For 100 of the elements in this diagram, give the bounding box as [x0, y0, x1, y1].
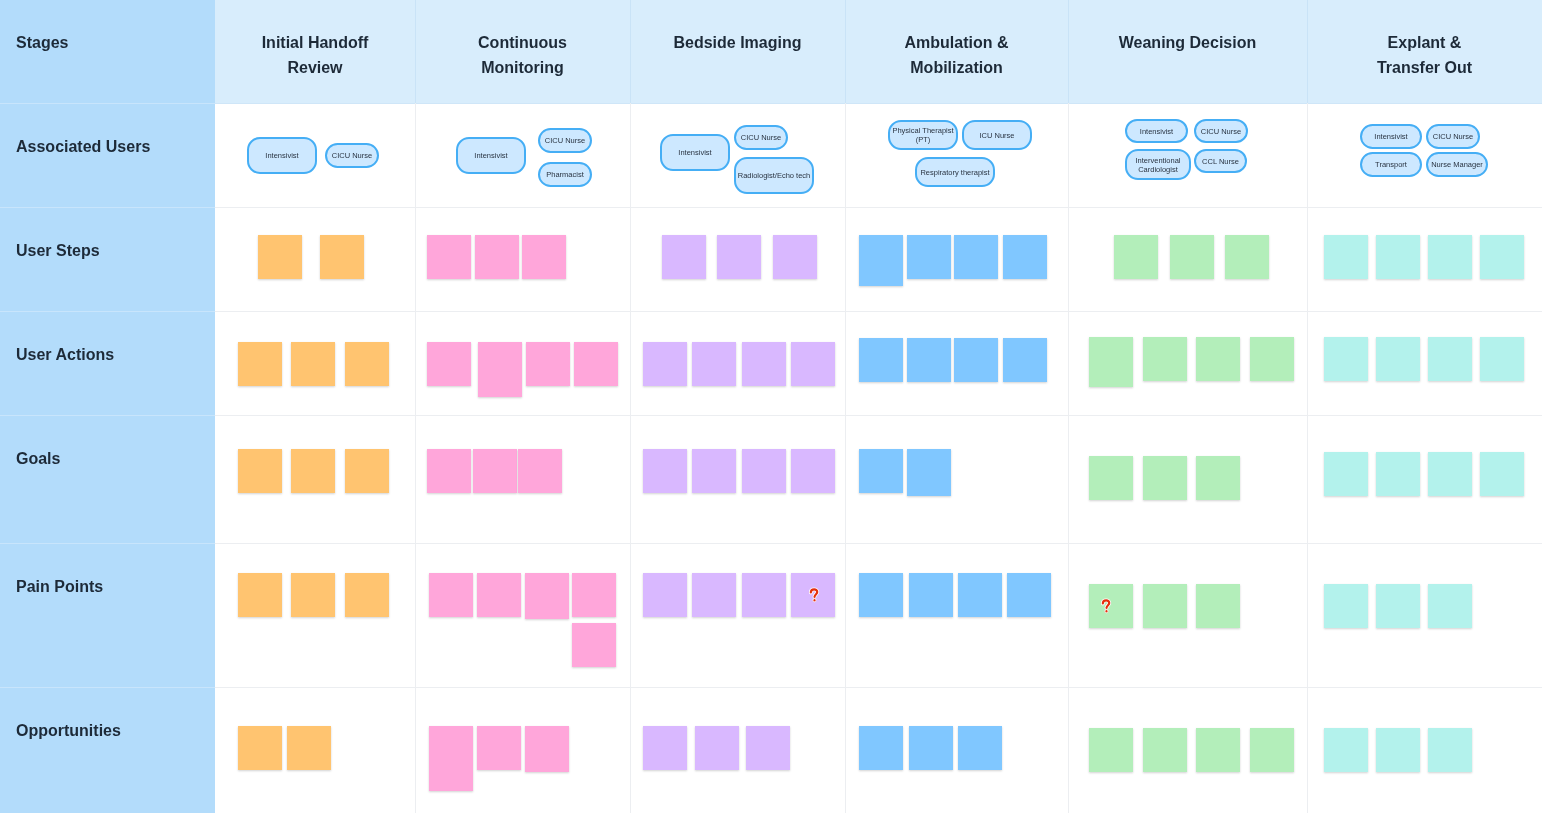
- sticky-note: [791, 573, 835, 617]
- sticky-note: [427, 449, 471, 493]
- sticky-note: [1376, 452, 1420, 496]
- sticky-note: [345, 342, 389, 386]
- sticky-note: [742, 573, 786, 617]
- sticky-note: [258, 235, 302, 279]
- sticky-note: [859, 726, 903, 770]
- sticky-note: [1143, 456, 1187, 500]
- sticky-note: [1480, 337, 1524, 381]
- sticky-note: [742, 449, 786, 493]
- sticky-note: [1376, 235, 1420, 279]
- sticky-note: [291, 342, 335, 386]
- sticky-note: [859, 235, 903, 286]
- stage-header: Weaning Decision: [1118, 33, 1257, 53]
- sticky-note: [1196, 584, 1240, 628]
- sticky-note: [525, 726, 569, 772]
- sticky-note: [746, 726, 790, 770]
- sticky-note: [526, 342, 570, 386]
- row-header: Opportunities: [16, 721, 121, 741]
- sticky-note: [1003, 338, 1047, 382]
- sticky-note: [859, 338, 903, 382]
- sticky-note: [345, 573, 389, 617]
- sticky-note: [525, 573, 569, 619]
- sticky-note: [742, 342, 786, 386]
- sticky-note: [695, 726, 739, 770]
- sticky-note: [773, 235, 817, 279]
- sticky-note: [907, 449, 951, 496]
- sticky-note: [1007, 573, 1051, 617]
- sticky-note: [1324, 452, 1368, 496]
- sticky-note: [291, 449, 335, 493]
- sticky-note: [859, 449, 903, 493]
- sticky-note: [1143, 337, 1187, 381]
- sticky-note: [909, 726, 953, 770]
- sticky-note: [1324, 235, 1368, 279]
- sticky-note: [1324, 584, 1368, 628]
- sticky-note: [287, 726, 331, 770]
- sticky-note: [643, 342, 687, 386]
- stage-header: Explant & Transfer Out: [1375, 33, 1474, 78]
- sticky-note: [958, 573, 1002, 617]
- sticky-note: [1480, 235, 1524, 279]
- sticky-note: [478, 342, 522, 397]
- sticky-note: [717, 235, 761, 279]
- sticky-note: [643, 449, 687, 493]
- sticky-note: [475, 235, 519, 279]
- sticky-note: [574, 342, 618, 386]
- sticky-note: [1089, 337, 1133, 387]
- sticky-note: [907, 338, 951, 382]
- sticky-note: [1428, 337, 1472, 381]
- sticky-note: [1324, 728, 1368, 772]
- sticky-note: [692, 449, 736, 493]
- sticky-note: [1428, 452, 1472, 496]
- sticky-note: [477, 573, 521, 617]
- stage-header: Initial Handoff Review: [260, 33, 370, 78]
- sticky-note: [791, 342, 835, 386]
- sticky-note: [1376, 584, 1420, 628]
- sticky-note: [429, 726, 473, 791]
- sticky-note: [692, 342, 736, 386]
- sticky-note: [1428, 584, 1472, 628]
- stage-header: Continuous Monitoring: [477, 33, 568, 78]
- row-header: Associated Users: [16, 137, 151, 157]
- sticky-note: [1089, 584, 1133, 628]
- sticky-note: [909, 573, 953, 617]
- sticky-note: [643, 573, 687, 617]
- sticky-note: [427, 235, 471, 279]
- column-header: Stages: [16, 33, 69, 53]
- sticky-note: [1250, 728, 1294, 772]
- stage-header: Bedside Imaging: [673, 33, 802, 53]
- sticky-note: [572, 623, 616, 667]
- sticky-note: [643, 726, 687, 770]
- sticky-note: [1250, 337, 1294, 381]
- row-header: User Steps: [16, 241, 100, 261]
- sticky-note: [477, 726, 521, 770]
- sticky-note: [954, 338, 998, 382]
- sticky-note: [1428, 728, 1472, 772]
- sticky-note: [1143, 728, 1187, 772]
- sticky-note: [1480, 452, 1524, 496]
- sticky-note: [1003, 235, 1047, 279]
- sticky-note: [859, 573, 903, 617]
- sticky-note: [1376, 728, 1420, 772]
- row-header: User Actions: [16, 345, 115, 365]
- sticky-note: [1114, 235, 1158, 279]
- sticky-note: [238, 449, 282, 493]
- sticky-note: [345, 449, 389, 493]
- sticky-note: [907, 235, 951, 279]
- sticky-note: [429, 573, 473, 617]
- sticky-note: [518, 449, 562, 493]
- sticky-note: [1170, 235, 1214, 279]
- sticky-note: [1324, 337, 1368, 381]
- sticky-note: [1428, 235, 1472, 279]
- sticky-note: [954, 235, 998, 279]
- row-header: Pain Points: [16, 577, 104, 597]
- sticky-note: [238, 342, 282, 386]
- sticky-note: [320, 235, 364, 279]
- sticky-note: [473, 449, 517, 493]
- sticky-note: [1143, 584, 1187, 628]
- sticky-note: [1089, 728, 1133, 772]
- sticky-note: [1196, 728, 1240, 772]
- sticky-note: [291, 573, 335, 617]
- sticky-note: [1196, 337, 1240, 381]
- sticky-note: [572, 573, 616, 617]
